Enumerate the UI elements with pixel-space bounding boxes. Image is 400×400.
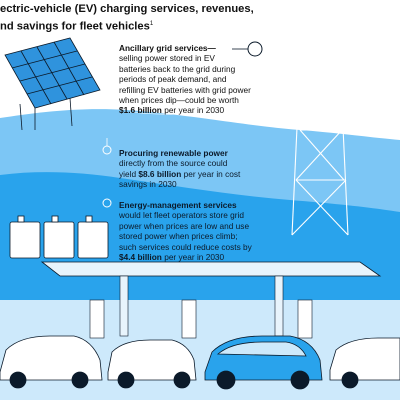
transmission-tower [119,5,400,236]
callout-lead: yield [119,168,137,179]
callout-line: would let fleet operators store grid [119,210,244,221]
callout-line: batteries back to the grid during [119,63,236,74]
battery-units [9,215,109,259]
callout-line: power when prices are low and use [119,220,250,231]
callout-line: directly from the source could [119,158,228,169]
callout-amount: $8.6 billion [138,168,182,179]
callout-tail: per year in cost [183,168,241,179]
callout-line: stored power when prices climb; [119,231,238,242]
vehicles [0,335,400,390]
charging-canopy [40,261,382,337]
callout-ancillary-grid-services: Ancillary grid services— selling power s… [119,43,251,116]
page-title: ectric-vehicle (EV) charging services, r… [0,2,254,35]
solar-panel [4,37,101,131]
callout-tail: per year in 2030 [164,252,225,263]
callout-heading: Procuring renewable power [119,148,228,158]
title-line-1: ectric-vehicle (EV) charging services, r… [0,3,254,15]
callout-amount-line: yield $8.6 billion per year in cost [119,169,240,179]
callout-line: periods of peak demand, and [119,74,227,85]
callout-tail: per year in 2030 [164,105,225,116]
callout-line: refilling EV batteries with grid power [119,84,251,95]
title-line-2: nd savings for fleet vehicles1 [0,17,240,35]
callout-line: selling power stored in EV [119,53,215,64]
callout-line: savings in 2030 [119,179,177,190]
callout-amount: $4.4 billion [119,252,162,263]
callout-renewable-power: Procuring renewable power directly from … [119,148,240,190]
callout-heading: Energy-management services [119,200,237,210]
callout-amount: $1.6 billion [119,105,162,116]
title-footnote: 1 [149,21,154,27]
title-line-2-text: nd savings for fleet vehicles [0,20,150,33]
callout-amount-line: $1.6 billion per year in 2030 [119,105,251,115]
callout-energy-management: Energy-management services would let fle… [119,200,252,262]
callout-line: such services could reduce costs by [119,241,252,252]
chargers [89,299,313,339]
callout-line: when prices dip—could be worth [119,95,239,106]
callout-heading: Ancillary grid services— [119,43,216,53]
callout-marker-battery [102,198,112,208]
callout-amount-line: $4.4 billion per year in 2030 [119,252,252,262]
